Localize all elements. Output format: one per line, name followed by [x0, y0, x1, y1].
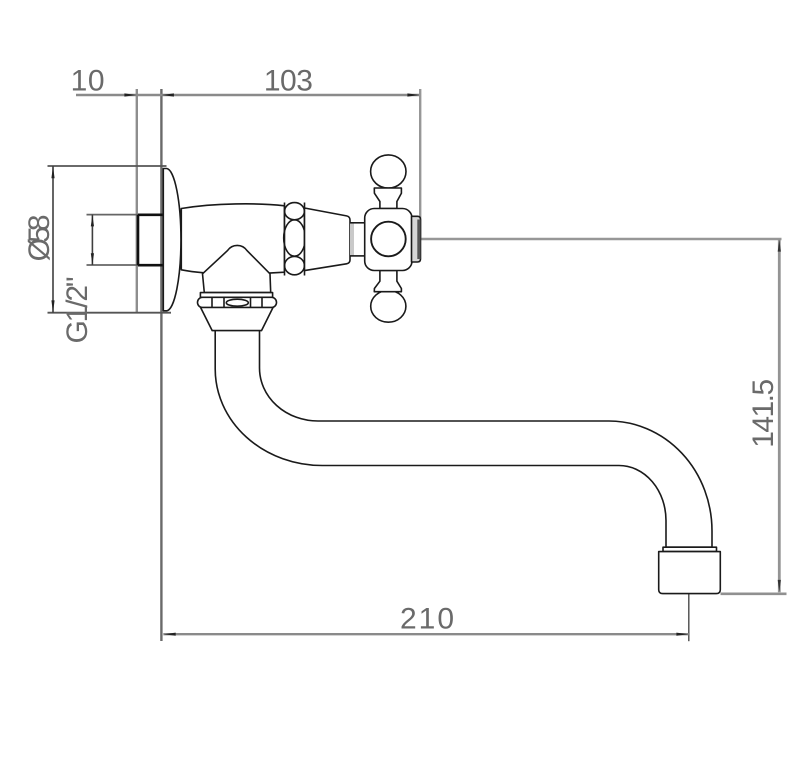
- svg-text:G1/2": G1/2": [61, 277, 94, 344]
- svg-text:141.5: 141.5: [747, 379, 780, 448]
- svg-text:Ø58: Ø58: [23, 214, 56, 261]
- svg-text:10: 10: [71, 64, 105, 97]
- svg-text:210: 210: [400, 603, 454, 636]
- svg-text:103: 103: [264, 64, 313, 97]
